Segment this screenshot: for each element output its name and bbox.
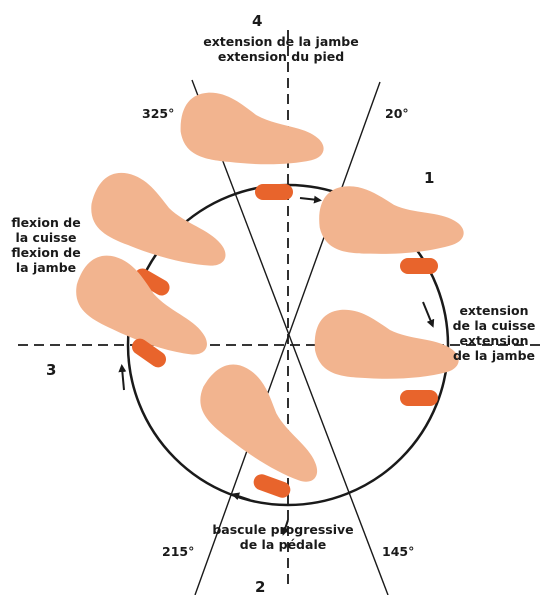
arrow-right <box>423 302 432 324</box>
right-annotation-line-3: extension <box>448 333 540 348</box>
left-annotation-line-1: flexion de <box>6 215 86 230</box>
position-4-label: 4 <box>252 12 262 30</box>
pedal-upper-right <box>400 258 438 274</box>
foot-right <box>315 310 459 406</box>
right-annotation-line-4: de la jambe <box>448 348 540 363</box>
foot-bottom <box>187 354 344 500</box>
bottom-annotation-line-2: de la pédale <box>208 537 358 552</box>
angle-20-label: 20° <box>385 106 409 121</box>
right-annotation: extension de la cuisse extension de la j… <box>448 303 540 363</box>
pedal-top <box>255 184 293 200</box>
top-annotation-line-2: extension du pied <box>196 49 366 64</box>
left-annotation: flexion de la cuisse flexion de la jambe <box>6 215 86 275</box>
arrow-left <box>122 368 124 390</box>
top-annotation: extension de la jambe extension du pied <box>196 34 366 64</box>
left-annotation-line-3: flexion de <box>6 245 86 260</box>
foot-top <box>179 91 326 200</box>
position-3-label: 3 <box>46 361 56 379</box>
angle-145-label: 145° <box>382 544 414 559</box>
left-annotation-line-4: la jambe <box>6 260 86 275</box>
pedal-right <box>400 390 438 406</box>
bottom-annotation-line-1: bascule progressive <box>208 522 358 537</box>
foot-left <box>66 247 225 370</box>
right-annotation-line-1: extension <box>448 303 540 318</box>
foot-upper-right <box>318 182 464 274</box>
pedal-bottom <box>251 472 292 500</box>
bottom-annotation: bascule progressive de la pédale <box>208 522 358 552</box>
angle-325-label: 325° <box>142 106 174 121</box>
position-1-label: 1 <box>424 169 434 187</box>
position-2-label: 2 <box>255 578 265 595</box>
left-annotation-line-2: la cuisse <box>6 230 86 245</box>
arrow-top <box>300 198 318 200</box>
top-annotation-line-1: extension de la jambe <box>196 34 366 49</box>
right-annotation-line-2: de la cuisse <box>448 318 540 333</box>
angle-215-label: 215° <box>162 544 194 559</box>
